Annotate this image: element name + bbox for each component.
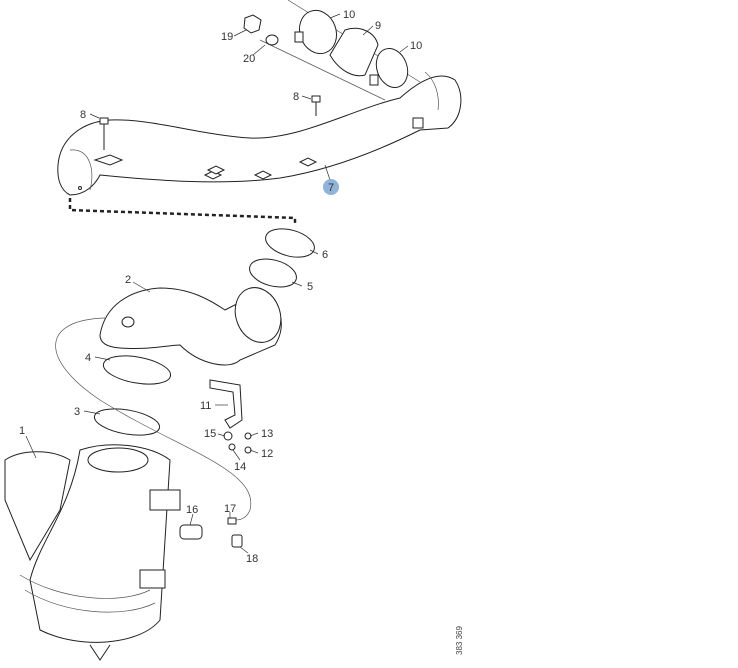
callout-19[interactable]: 19: [221, 31, 233, 43]
callout-13[interactable]: 13: [261, 428, 273, 440]
callout-3[interactable]: 3: [74, 406, 80, 418]
sleeve-and-clamps: [243, 0, 421, 101]
callout-16[interactable]: 16: [186, 504, 198, 516]
plug-part-16: [179, 524, 203, 540]
intake-pipe-part-7: [57, 71, 462, 196]
hose-part-2: [99, 287, 282, 366]
callout-2[interactable]: 2: [125, 274, 131, 286]
fasteners-12-15: [223, 431, 252, 454]
callout-labels[interactable]: 1 2 3 4 5 6 7 8 8 9 10 10 11 12 13 14 15…: [19, 9, 422, 565]
callout-7[interactable]: 7: [328, 182, 334, 194]
callout-20[interactable]: 20: [243, 53, 255, 65]
gasket-part-6: [265, 228, 315, 258]
callout-4[interactable]: 4: [85, 352, 91, 364]
callout-15[interactable]: 15: [204, 428, 216, 440]
callout-6[interactable]: 6: [322, 249, 328, 261]
callout-14[interactable]: 14: [234, 461, 246, 473]
air-filter-housing-part-1: [4, 444, 181, 661]
connector-part-17: [227, 517, 237, 525]
bracket-part-11: [209, 379, 243, 429]
callout-12[interactable]: 12: [261, 448, 273, 460]
breather-hose: [55, 317, 252, 521]
leader-lines: [25, 13, 409, 554]
connection-dashed-line: [68, 198, 297, 225]
callout-highlight-7: [323, 179, 339, 195]
callout-5[interactable]: 5: [307, 281, 313, 293]
callout-10-top[interactable]: 10: [343, 9, 355, 21]
callout-17[interactable]: 17: [224, 503, 236, 515]
callout-9[interactable]: 9: [375, 20, 381, 32]
ring-part-5: [249, 258, 297, 288]
cap-part-18: [231, 534, 243, 548]
callout-8-left[interactable]: 8: [80, 109, 86, 121]
callout-11[interactable]: 11: [200, 400, 211, 412]
bolt-part-8: [99, 95, 321, 150]
seal-part-4: [102, 355, 172, 385]
callout-1[interactable]: 1: [19, 425, 25, 437]
callout-10-right[interactable]: 10: [410, 40, 422, 52]
callout-18[interactable]: 18: [246, 553, 258, 565]
drawing-number: 383 369: [455, 626, 464, 655]
callout-8-right[interactable]: 8: [293, 91, 299, 103]
clamp-part-3: [93, 408, 161, 436]
